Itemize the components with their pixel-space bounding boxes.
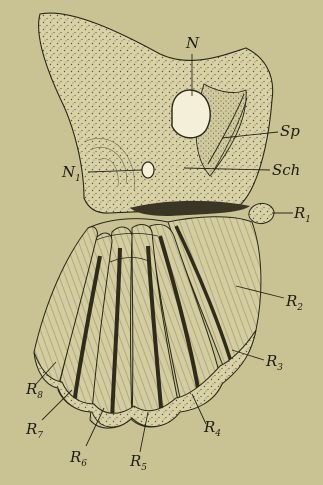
label-r2-base: R [285,292,297,310]
label-r5-base: R [129,452,141,470]
label-r6-sub: 6 [81,459,87,469]
label-r4-base: R [203,418,215,436]
label-r1-sub: 1 [305,215,311,225]
label-n1-sub: 1 [75,174,81,184]
label-r6-base: R [69,448,81,466]
foramen-n [172,90,210,138]
label-n1: N1 [61,163,81,184]
label-r4-sub: 4 [214,429,221,439]
label-r5: R5 [129,452,147,473]
leader-r7 [42,390,72,420]
label-r4: R4 [203,418,221,439]
label-r8: R8 [25,380,43,401]
foramen-n1 [142,162,154,178]
label-r8-sub: 8 [37,391,43,401]
label-r1: R1 [293,204,311,225]
label-r2: R2 [285,292,303,313]
label-sch: Sch [272,161,300,179]
label-r7-sub: 7 [37,431,43,441]
radial-fan [34,203,274,428]
radial-r1 [249,203,274,223]
label-n: N [185,34,200,52]
label-r7-base: R [25,420,37,438]
label-r8-base: R [25,380,37,398]
label-sp: Sp [280,122,300,140]
label-r6: R6 [69,448,87,469]
label-r3: R3 [265,352,283,373]
label-r5-sub: 5 [141,463,147,473]
label-n1-base: N [61,163,76,181]
label-r1-base: R [293,204,305,222]
label-r3-base: R [265,352,277,370]
label-r7: R7 [25,420,43,441]
label-r3-sub: 3 [277,363,283,373]
label-r2-sub: 2 [296,303,303,313]
